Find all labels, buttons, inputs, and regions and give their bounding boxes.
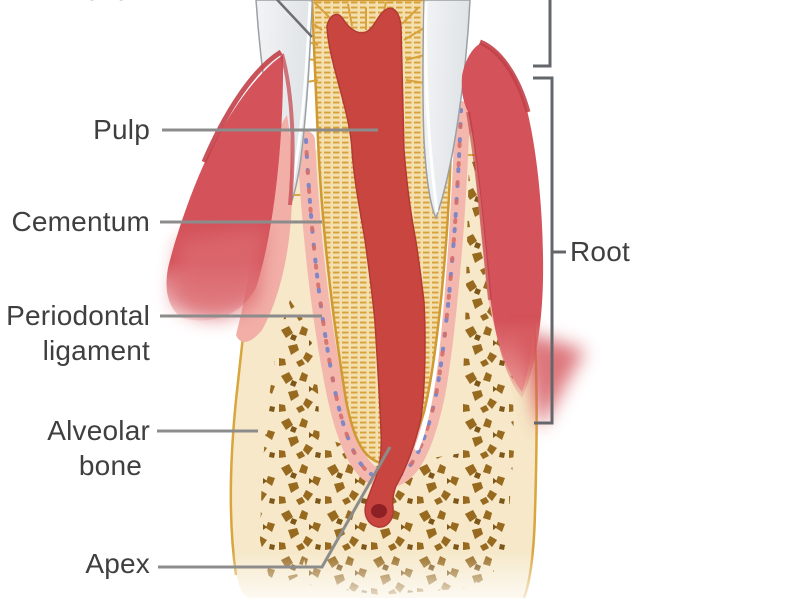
apex-leader (158, 446, 392, 569)
root-bracket (533, 76, 566, 425)
label-pulp: Pulp (93, 114, 150, 145)
apical-foramen-dot (371, 504, 387, 518)
label-dentin: Dentin (50, 0, 160, 8)
brackets (533, 0, 566, 425)
label-alveolar-bone: Alveolar bone (0, 413, 150, 483)
gum-left (166, 49, 295, 342)
pulp-shape (326, 7, 426, 528)
label-periodontal-line1: Periodontal (6, 300, 150, 331)
label-root: Root (570, 236, 630, 267)
label-apex: Apex (85, 548, 150, 579)
upper-bracket (533, 0, 552, 68)
leader-lines (157, 0, 392, 569)
bottom-fade (0, 550, 800, 600)
label-periodontal-line2: ligament (42, 335, 150, 366)
label-periodontal-ligament: Periodontal ligament (0, 298, 150, 368)
label-cementum: Cementum (11, 206, 150, 237)
dentin-leader (275, 0, 313, 38)
label-alveolar-line2: bone (78, 450, 142, 481)
label-alveolar-line1: Alveolar (47, 415, 150, 446)
